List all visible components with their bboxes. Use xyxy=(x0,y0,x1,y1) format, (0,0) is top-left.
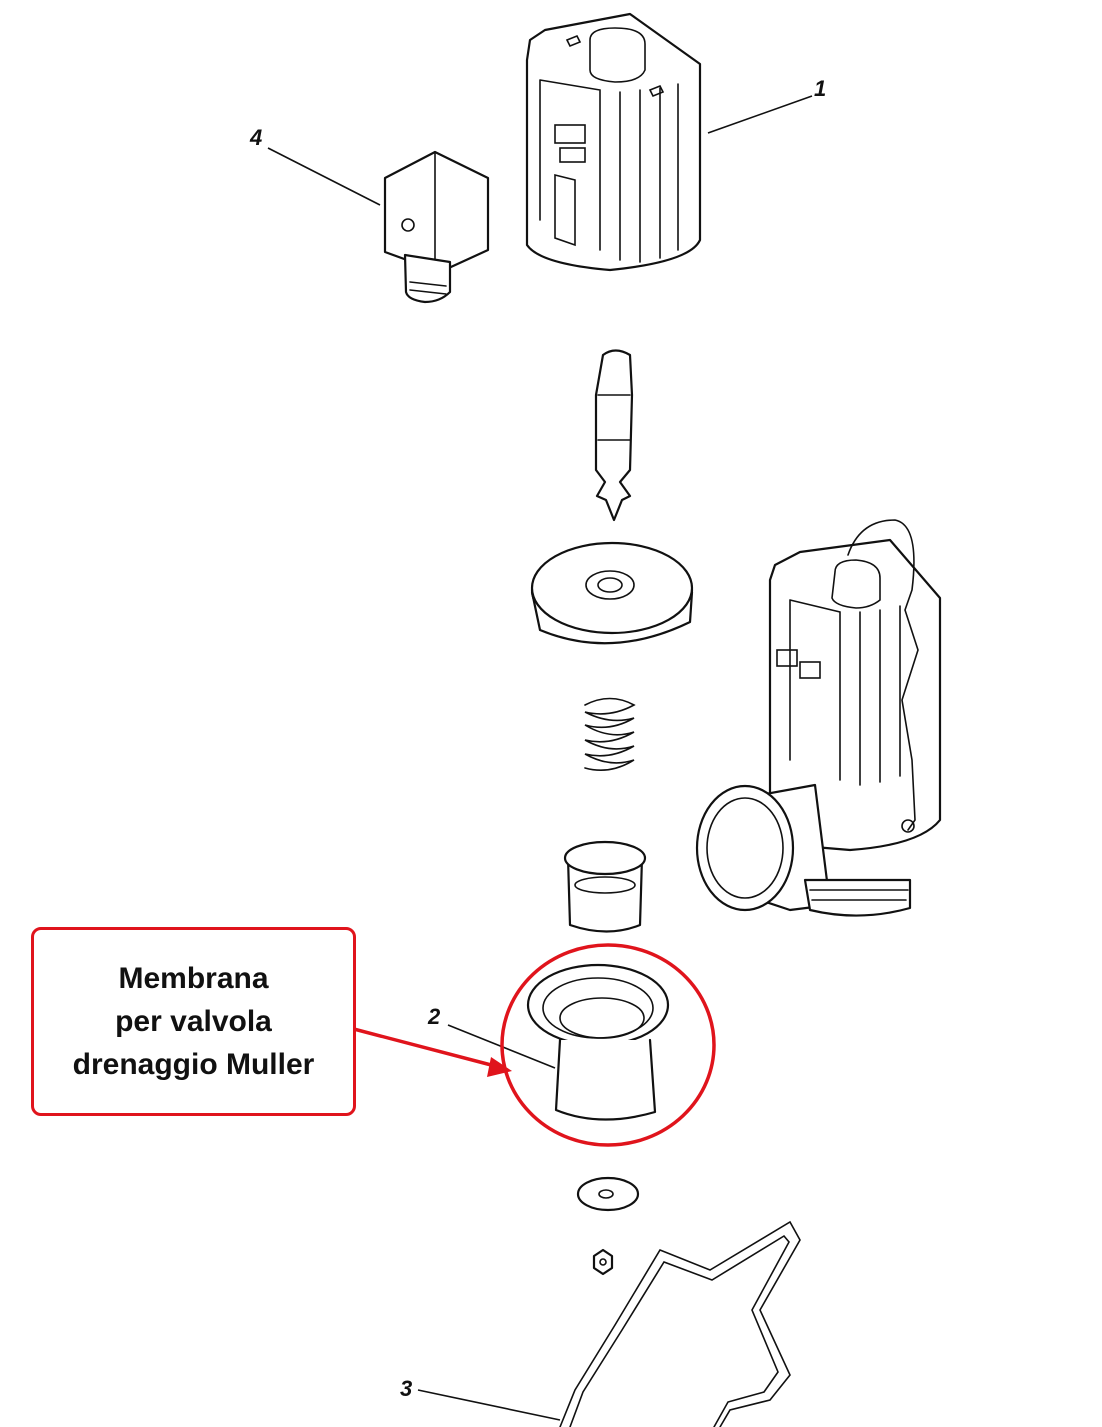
callout-2: 2 xyxy=(427,1004,441,1029)
annotation-line-1: Membrana xyxy=(118,962,269,995)
gasket-part xyxy=(559,1220,801,1427)
callout-3: 3 xyxy=(400,1376,412,1401)
callout-4: 4 xyxy=(249,125,262,150)
callout-1: 1 xyxy=(814,76,826,101)
leader-line-1 xyxy=(707,95,813,134)
solenoid-coil-part xyxy=(525,12,702,272)
leader-line-3 xyxy=(417,1389,561,1421)
highlight-arrow-line xyxy=(349,1026,496,1068)
connector-plug-part xyxy=(383,150,490,304)
plunger-part xyxy=(594,349,634,522)
nut-part xyxy=(592,1248,614,1276)
assembled-valve-part xyxy=(695,519,942,917)
spring-part xyxy=(584,697,636,771)
leader-line-4 xyxy=(267,147,381,206)
annotation-line-3: drenaggio Muller xyxy=(72,1048,315,1081)
annotation-box: Membrana per valvola drenaggio Muller xyxy=(31,927,356,1116)
valve-insert-part xyxy=(563,840,647,933)
valve-cap-part xyxy=(530,541,694,645)
annotation-line-2: per valvola xyxy=(115,1005,272,1038)
highlight-arrow-head xyxy=(487,1057,512,1077)
membrane-part xyxy=(526,963,670,1121)
highlight-circle xyxy=(500,943,716,1147)
washer-part xyxy=(576,1176,640,1212)
